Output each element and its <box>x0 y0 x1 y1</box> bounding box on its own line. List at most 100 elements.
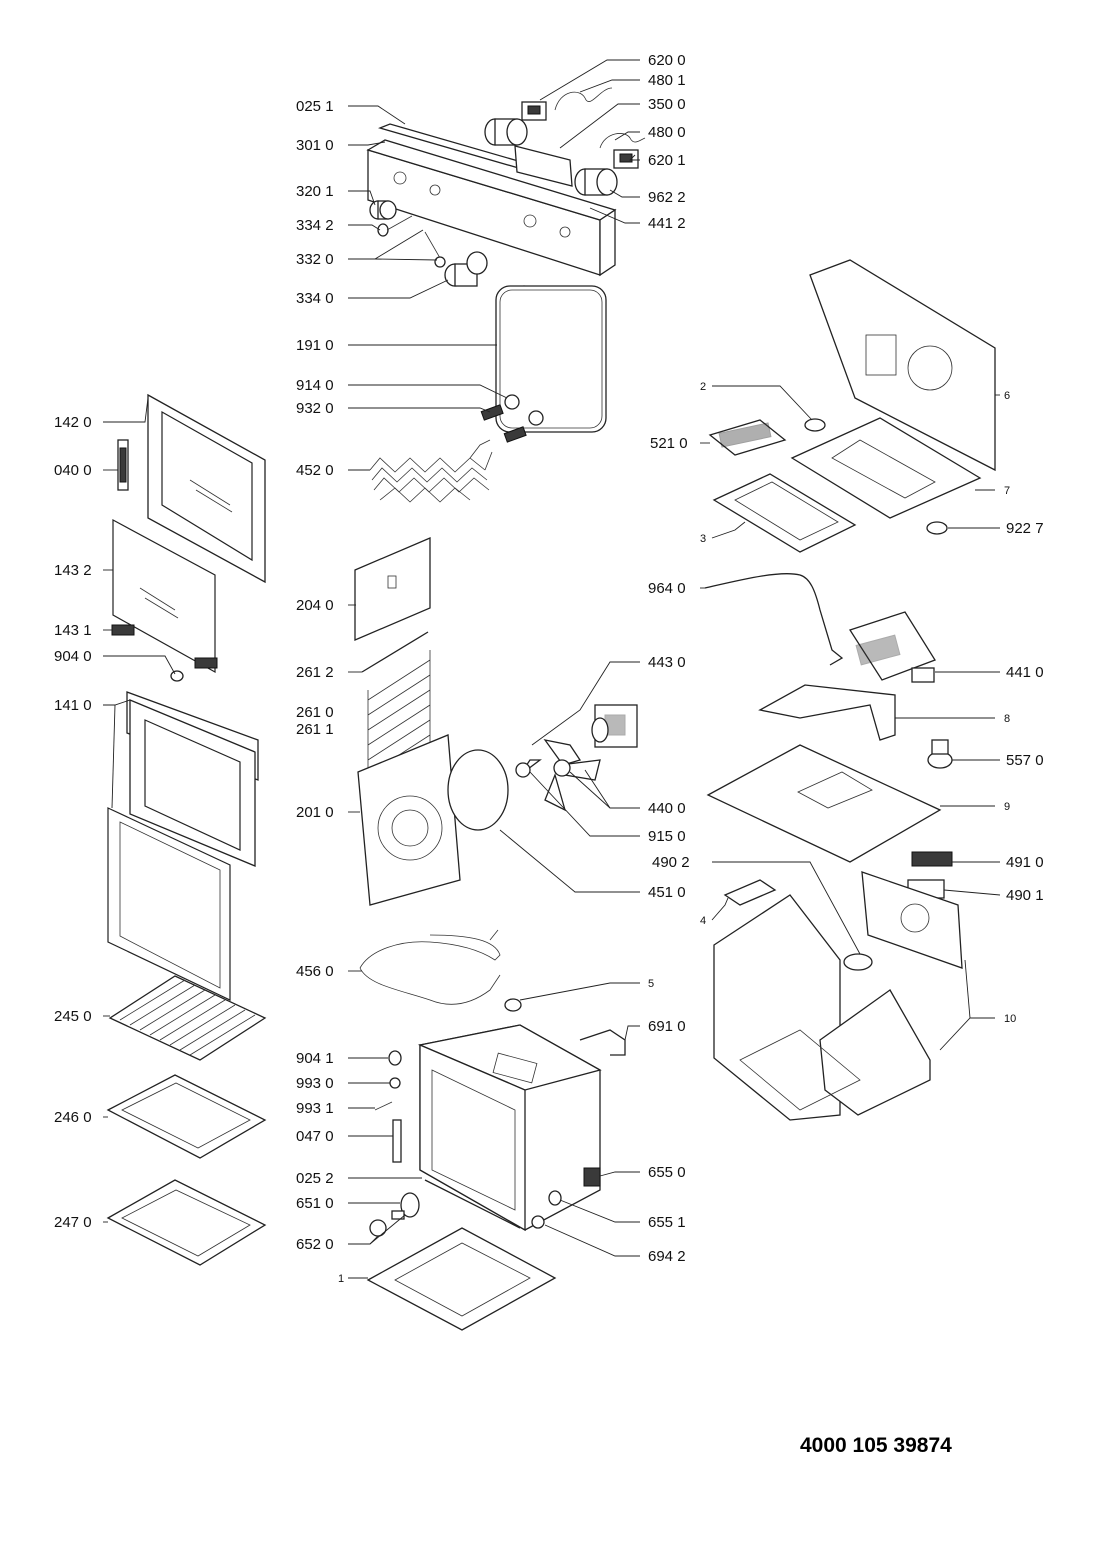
cavity-top-plate <box>706 744 942 863</box>
callout-655-1: 655 1 <box>648 1214 686 1231</box>
callout-9: 9 <box>1004 801 1010 813</box>
fan-motor <box>591 704 638 748</box>
cavity-foot <box>531 1215 545 1229</box>
bottom-plate <box>366 1227 557 1331</box>
callout-8: 8 <box>1004 713 1010 725</box>
callout-3: 3 <box>700 533 706 545</box>
callout-047-0: 047 0 <box>296 1128 334 1145</box>
foot-904-1 <box>388 1050 402 1066</box>
callout-201-0: 201 0 <box>296 804 334 821</box>
oven-cavity <box>417 1024 602 1232</box>
callout-301-0: 301 0 <box>296 137 334 154</box>
callout-247-0: 247 0 <box>54 1214 92 1231</box>
callout-334-2: 334 2 <box>296 217 334 234</box>
callout-452-0: 452 0 <box>296 462 334 479</box>
electronic-control-board <box>708 419 787 456</box>
outer-casing <box>713 871 963 1121</box>
callout-691-0: 691 0 <box>648 1018 686 1035</box>
callout-4: 4 <box>700 915 706 927</box>
cooling-fan <box>849 611 936 683</box>
callout-191-0: 191 0 <box>296 337 334 354</box>
control-board-tray <box>712 473 857 553</box>
callout-620-1: 620 1 <box>648 152 686 169</box>
grommet-922-7 <box>926 521 948 535</box>
cooling-channel <box>723 879 777 906</box>
callout-7: 7 <box>1004 485 1010 497</box>
callout-334-0: 334 0 <box>296 290 334 307</box>
grill-element <box>369 439 493 503</box>
callout-5: 5 <box>648 978 654 990</box>
callout-480-0: 480 0 <box>648 124 686 141</box>
cable-grommet-490-2 <box>843 953 873 971</box>
callout-904-0: 904 0 <box>54 648 92 665</box>
selector-switch-left <box>521 101 547 121</box>
callout-204-0: 204 0 <box>296 597 334 614</box>
callout-443-0: 443 0 <box>648 654 686 671</box>
callout-6: 6 <box>1004 390 1010 402</box>
lamp-socket <box>369 1219 387 1237</box>
screw-993-1 <box>374 1101 393 1111</box>
callout-332-0: 332 0 <box>296 251 334 268</box>
selector-switch-right <box>613 149 639 169</box>
callout-993-1: 993 1 <box>296 1100 334 1117</box>
circular-heating-element <box>447 749 509 831</box>
fan-mounting-bracket <box>758 684 896 741</box>
inner-door <box>126 691 259 867</box>
hinge-receiver <box>392 1119 402 1163</box>
shelf-support-frame <box>367 650 431 790</box>
callout-914-0: 914 0 <box>296 377 334 394</box>
wire-harness-0 <box>599 133 646 149</box>
roasting-tray <box>106 1179 267 1266</box>
callout-932-0: 932 0 <box>296 400 334 417</box>
callout-620-0: 620 0 <box>648 52 686 69</box>
lamp-glass <box>400 1192 420 1218</box>
safety-thermostat <box>927 739 953 769</box>
callout-652-0: 652 0 <box>296 1236 334 1253</box>
probe-bracket <box>579 1029 626 1056</box>
door-switch-plunger <box>548 1190 562 1206</box>
knob-320-1 <box>369 200 397 220</box>
control-panel <box>366 123 617 277</box>
wire-shelf <box>108 975 267 1061</box>
fan-nut <box>515 762 531 778</box>
callout-962-2: 962 2 <box>648 189 686 206</box>
callout-655-0: 655 0 <box>648 1164 686 1181</box>
lamp-holder <box>480 404 527 443</box>
callout-2: 2 <box>700 381 706 393</box>
door-switch <box>583 1167 601 1187</box>
wire-harness-1 <box>554 87 613 111</box>
callout-441-0: 441 0 <box>1006 664 1044 681</box>
baking-tray <box>106 1074 267 1159</box>
leader-lines <box>103 59 1001 1279</box>
callout-490-2: 490 2 <box>652 854 690 871</box>
callout-480-1: 480 1 <box>648 72 686 89</box>
bottom-heating-element <box>359 929 501 1005</box>
callout-350-0: 350 0 <box>648 96 686 113</box>
callout-261-0: 261 0 <box>296 704 334 721</box>
callout-245-0: 245 0 <box>54 1008 92 1025</box>
door-glass-outer <box>112 518 216 674</box>
callout-557-0: 557 0 <box>1006 752 1044 769</box>
knob-bushing-left <box>484 118 528 146</box>
glass-clip-right <box>194 657 218 669</box>
door-stop-bumper <box>170 670 184 682</box>
outer-door-frame <box>147 393 266 584</box>
glass-clip <box>111 624 135 636</box>
fan-blade <box>519 739 601 812</box>
callout-141-0: 141 0 <box>54 697 92 714</box>
callout-915-0: 915 0 <box>648 828 686 845</box>
door-gasket <box>495 285 607 433</box>
callout-456-0: 456 0 <box>296 963 334 980</box>
callout-922-7: 922 7 <box>1006 520 1044 537</box>
callout-993-0: 993 0 <box>296 1075 334 1092</box>
door-inner-glass <box>107 807 231 1001</box>
knob-334-0 <box>444 251 488 287</box>
knob-shaft-332-0 <box>424 231 446 268</box>
screw-993-0 <box>389 1077 401 1089</box>
cavity-trim-strip <box>424 1179 521 1229</box>
callout-490-1: 490 1 <box>1006 887 1044 904</box>
shelf-support-rod <box>361 631 429 673</box>
rear-fan-cover <box>357 734 461 906</box>
callout-1: 1 <box>338 1273 344 1285</box>
